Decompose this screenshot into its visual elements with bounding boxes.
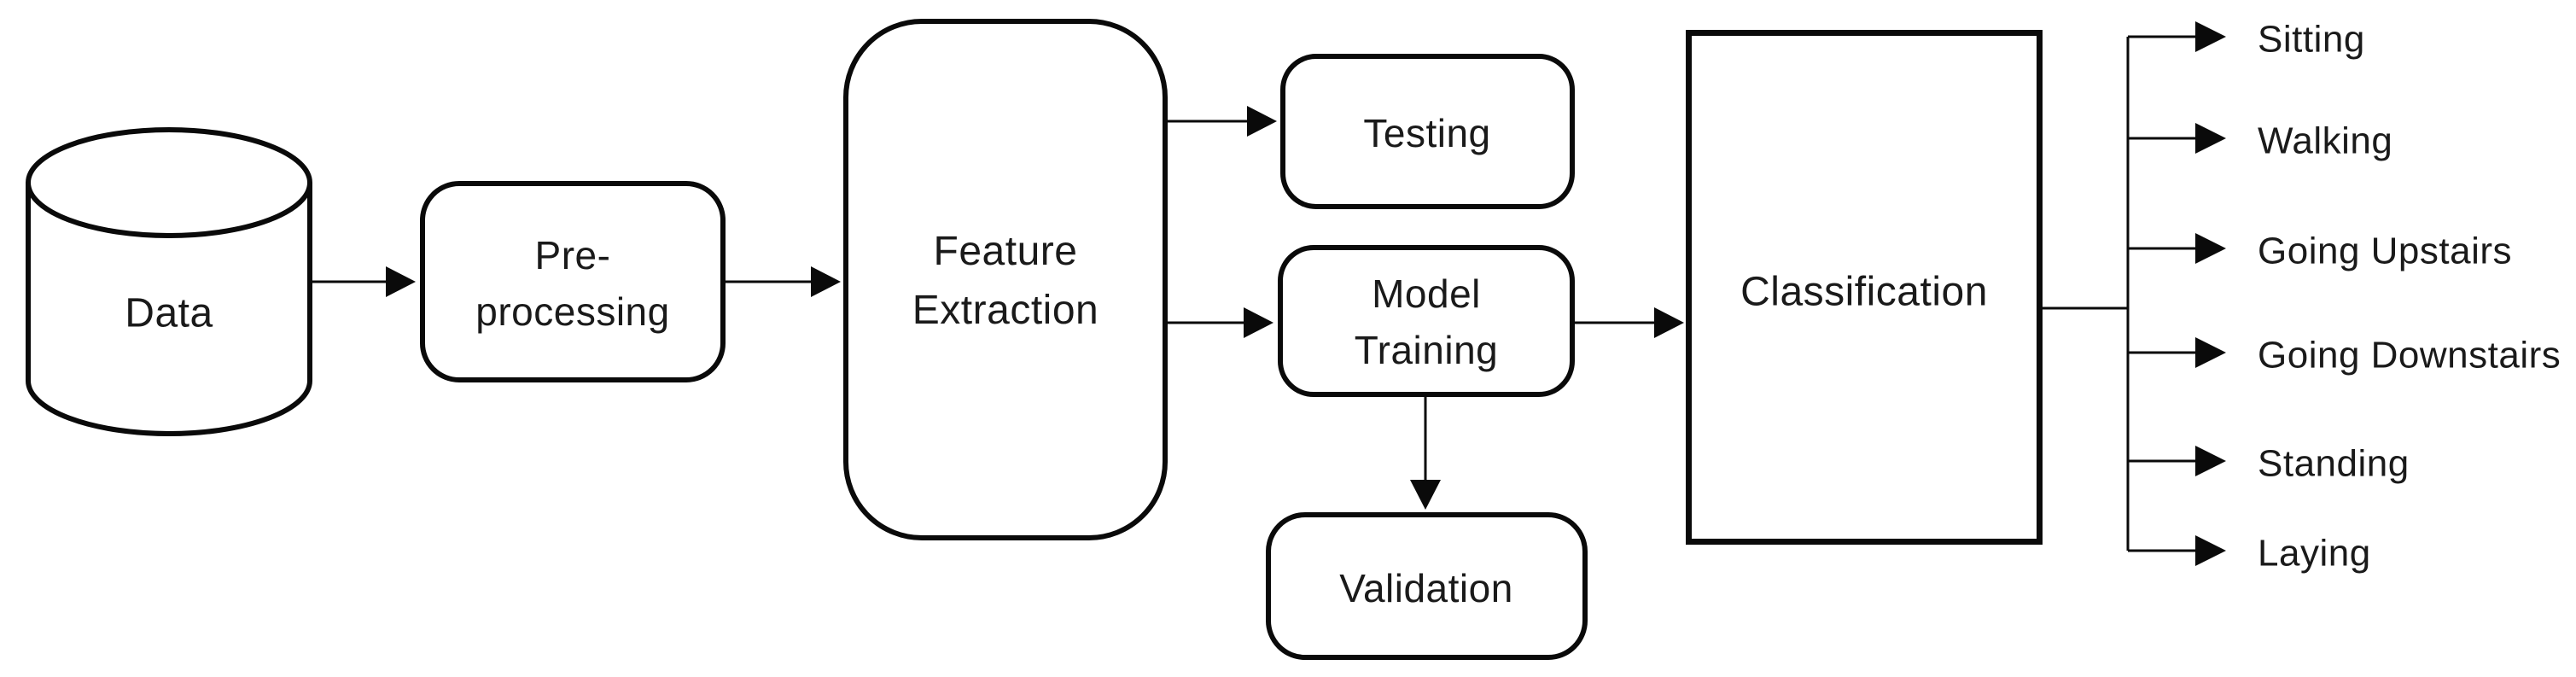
arrow-feature-to-testing	[1168, 106, 1277, 137]
node-classification-label: Classification	[1740, 269, 1988, 315]
node-validation-label: Validation	[1339, 565, 1513, 610]
output-arrow-going-downstairs	[2128, 337, 2226, 368]
arrow-preprocessing-to-feature	[726, 266, 841, 297]
node-model-training-box	[1278, 245, 1575, 397]
output-arrow-walking	[2128, 123, 2226, 154]
output-arrow-laying	[2128, 535, 2226, 566]
output-label-standing: Standing	[2258, 442, 2410, 485]
output-arrow-sitting	[2128, 21, 2226, 52]
output-arrow-going-upstairs	[2128, 233, 2226, 264]
node-classification-box	[1686, 30, 2043, 545]
arrow-model-training-to-validation	[1410, 397, 1441, 510]
output-label-going-downstairs: Going Downstairs	[2258, 334, 2561, 376]
node-model-training-label: Model Training	[1354, 271, 1499, 372]
output-label-laying: Laying	[2258, 532, 2371, 575]
node-feature-extraction-box	[843, 19, 1168, 540]
node-testing-label: Testing	[1363, 110, 1491, 155]
output-label-sitting: Sitting	[2258, 18, 2365, 61]
node-feature-extraction-label: Feature Extraction	[912, 228, 1099, 333]
classification-output-bracket	[2042, 37, 2130, 551]
arrow-data-to-preprocessing	[310, 266, 416, 297]
node-data-label: Data	[125, 290, 213, 336]
output-label-walking: Walking	[2258, 120, 2393, 162]
node-preprocessing-label: Pre- processing	[475, 232, 670, 334]
node-validation-box	[1266, 512, 1588, 660]
arrow-model-training-to-classification	[1575, 307, 1684, 338]
output-arrow-standing	[2128, 446, 2226, 476]
arrow-feature-to-model-training	[1168, 307, 1273, 338]
node-preprocessing-box	[420, 181, 726, 382]
output-label-going-upstairs: Going Upstairs	[2258, 230, 2513, 272]
node-testing-box	[1280, 54, 1575, 209]
data-cylinder-icon	[26, 127, 312, 436]
